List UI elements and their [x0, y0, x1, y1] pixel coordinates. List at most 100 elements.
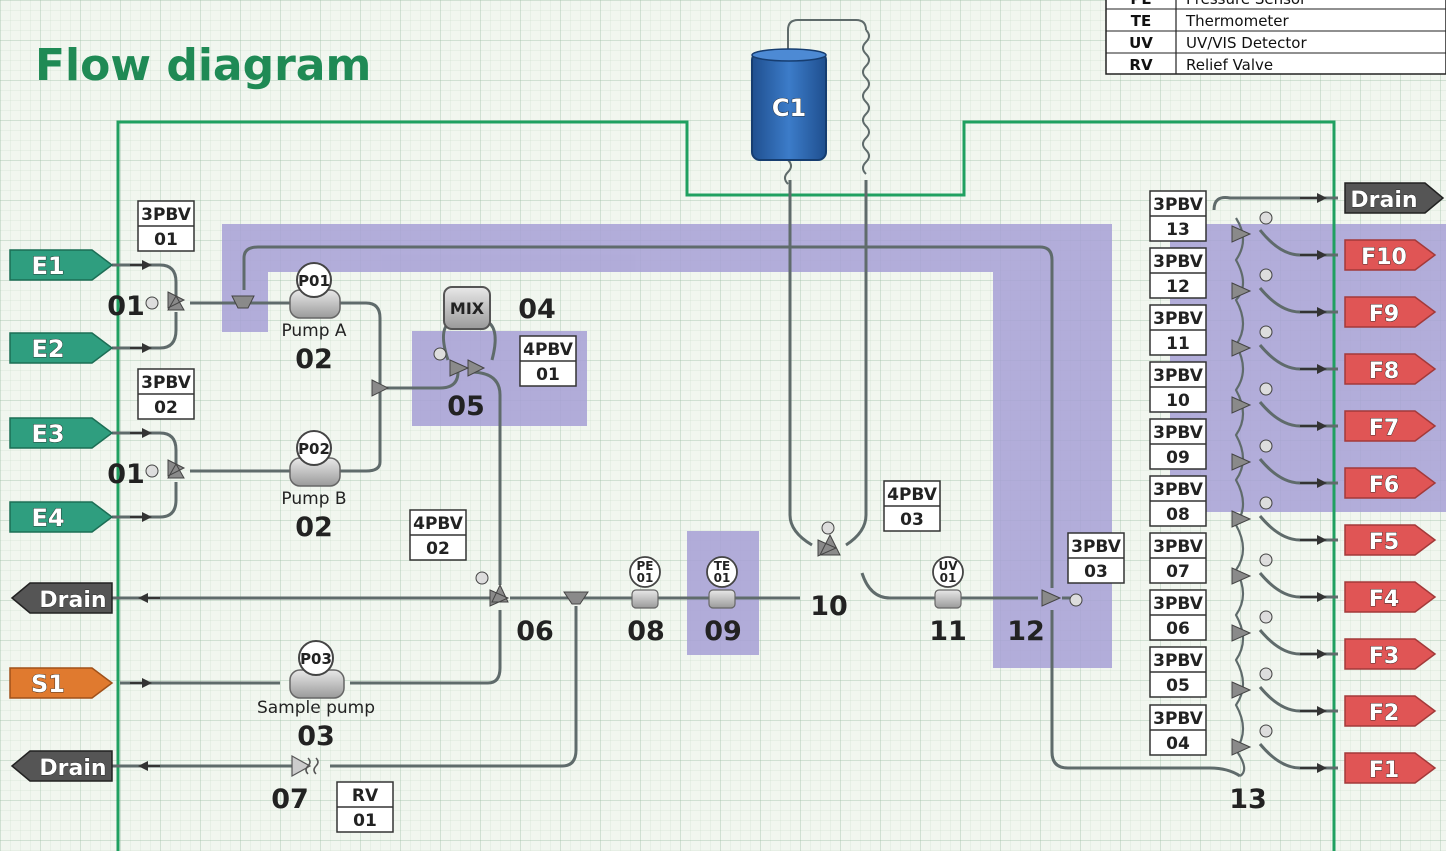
valve-id: 13 — [1166, 220, 1190, 240]
fraction-f2[interactable]: F2 — [1344, 695, 1437, 727]
fraction-label: F5 — [1369, 530, 1399, 555]
drain-label: Drain — [39, 588, 106, 613]
valve-type: 3PBV — [141, 373, 192, 393]
fraction-f3[interactable]: F3 — [1344, 638, 1437, 670]
valve-3pbv09[interactable] — [1231, 439, 1273, 471]
flow-arrows — [130, 193, 1327, 773]
valve-id: 01 — [536, 365, 560, 385]
mixer[interactable]: MIX — [443, 286, 491, 330]
valve-box-3pbv06 — [1149, 589, 1207, 641]
fraction-label: F4 — [1369, 587, 1399, 612]
fraction-label: F2 — [1369, 701, 1399, 726]
valve-box-3pbv12 — [1149, 247, 1207, 299]
column-c1[interactable]: C1 — [751, 48, 827, 161]
drain-label: Drain — [1350, 188, 1417, 213]
fraction-tags: F10 F9 F8 F7 F6 F5 F4 F3 F2 F1 — [1344, 239, 1437, 784]
pump-name: Pump B — [281, 489, 346, 509]
legend-code: PE — [1130, 0, 1151, 8]
valve-box-3pbv09 — [1149, 418, 1207, 470]
fraction-f1[interactable]: F1 — [1344, 752, 1437, 784]
sensor-uv[interactable]: UV 01 — [932, 556, 964, 609]
drain-left-main[interactable]: Drain — [10, 582, 113, 614]
drain-left-relief[interactable]: Drain — [10, 750, 113, 782]
valve-3pbv05[interactable] — [1231, 667, 1273, 699]
valve-3pbv06[interactable] — [1231, 610, 1273, 642]
fraction-label: F10 — [1361, 245, 1407, 270]
valve-type: 3PBV — [1153, 366, 1204, 386]
valve-type: 3PBV — [1071, 537, 1122, 557]
sensor-tag: UV — [938, 559, 958, 573]
fraction-f7[interactable]: F7 — [1344, 410, 1437, 442]
valve-type: RV — [352, 786, 379, 806]
legend-desc: Pressure Sensor — [1186, 0, 1307, 8]
valve-3pbv11[interactable] — [1231, 325, 1273, 357]
inlet-e2[interactable]: E2 — [9, 332, 114, 364]
valve-3pbv01[interactable] — [145, 291, 186, 311]
valve-box-3pbv04 — [1149, 704, 1207, 756]
inlet-label: S1 — [31, 670, 65, 698]
valve-3pbv03[interactable] — [1041, 589, 1083, 607]
fraction-f8[interactable]: F8 — [1344, 353, 1437, 385]
pump-sample[interactable]: P03 Sample pump 03 — [257, 640, 375, 752]
valve-4pbv01[interactable] — [433, 347, 486, 377]
valve-type: 3PBV — [1153, 252, 1204, 272]
valve-type: 3PBV — [1153, 423, 1204, 443]
valve-3pbv07[interactable] — [1231, 553, 1273, 585]
inlet-label: E2 — [31, 335, 64, 363]
fraction-f10[interactable]: F10 — [1344, 239, 1437, 271]
legend-code: UV — [1129, 34, 1153, 52]
valve-id: 02 — [426, 539, 450, 559]
fraction-label: F9 — [1369, 302, 1399, 327]
inlet-label: E4 — [31, 504, 64, 532]
valve-3pbv10[interactable] — [1231, 382, 1273, 414]
fraction-valves — [1231, 211, 1273, 756]
inlet-tags: E1 E2 E3 E4 S1 — [9, 249, 114, 699]
inlet-e3[interactable]: E3 — [9, 417, 114, 449]
legend-desc: Thermometer — [1185, 12, 1290, 30]
inlet-s1[interactable]: S1 — [9, 667, 114, 699]
legend-desc: UV/VIS Detector — [1186, 34, 1307, 52]
step-number: 07 — [271, 784, 309, 815]
inlet-e4[interactable]: E4 — [9, 501, 114, 533]
page-title: Flow diagram — [35, 40, 371, 91]
step-number: 13 — [1229, 784, 1267, 815]
sensor-te[interactable]: TE 01 — [706, 556, 738, 609]
sensor-tag: PE — [637, 559, 654, 573]
step-numbers: 01 01 04 05 06 07 08 09 10 11 12 13 — [107, 291, 1267, 815]
step-number: 04 — [518, 294, 556, 325]
pump-a[interactable]: P01 Pump A 02 — [281, 262, 347, 375]
valve-type: 3PBV — [141, 205, 192, 225]
valve-3pbv02[interactable] — [145, 459, 186, 479]
sensor-pe[interactable]: PE 01 — [629, 556, 661, 609]
valve-3pbv12[interactable] — [1231, 268, 1273, 300]
valve-label-boxes — [137, 190, 1207, 833]
valve-4pbv03[interactable] — [817, 521, 841, 557]
relief-valve[interactable] — [291, 754, 319, 778]
step-number: 10 — [810, 591, 848, 622]
step-number: 12 — [1007, 616, 1045, 647]
legend-desc: Relief Valve — [1186, 56, 1273, 74]
valve-tee-a — [231, 295, 255, 309]
valve-box-3pbv01 — [137, 200, 195, 252]
valve-4pbv02[interactable] — [475, 571, 510, 607]
fraction-f9[interactable]: F9 — [1344, 296, 1437, 328]
drain-right-fraction[interactable]: Drain — [1344, 182, 1445, 214]
step-number: 01 — [107, 459, 145, 490]
fraction-f5[interactable]: F5 — [1344, 524, 1437, 556]
fraction-f6[interactable]: F6 — [1344, 467, 1437, 499]
valve-3pbv04[interactable] — [1231, 724, 1273, 756]
valve-3pbv08[interactable] — [1231, 496, 1273, 528]
valve-id: 02 — [154, 398, 178, 418]
valve-id: 01 — [353, 811, 377, 831]
fraction-f4[interactable]: F4 — [1344, 581, 1437, 613]
pump-b[interactable]: P02 Pump B 02 — [281, 430, 347, 543]
step-number: 09 — [704, 616, 742, 647]
valve-type: 3PBV — [1153, 309, 1204, 329]
valve-3pbv13[interactable] — [1231, 211, 1273, 243]
drain-tags: Drain Drain Drain — [10, 182, 1445, 782]
inlet-e1[interactable]: E1 — [9, 249, 114, 281]
valve-box-3pbv05 — [1149, 646, 1207, 698]
valve-id: 09 — [1166, 448, 1190, 468]
